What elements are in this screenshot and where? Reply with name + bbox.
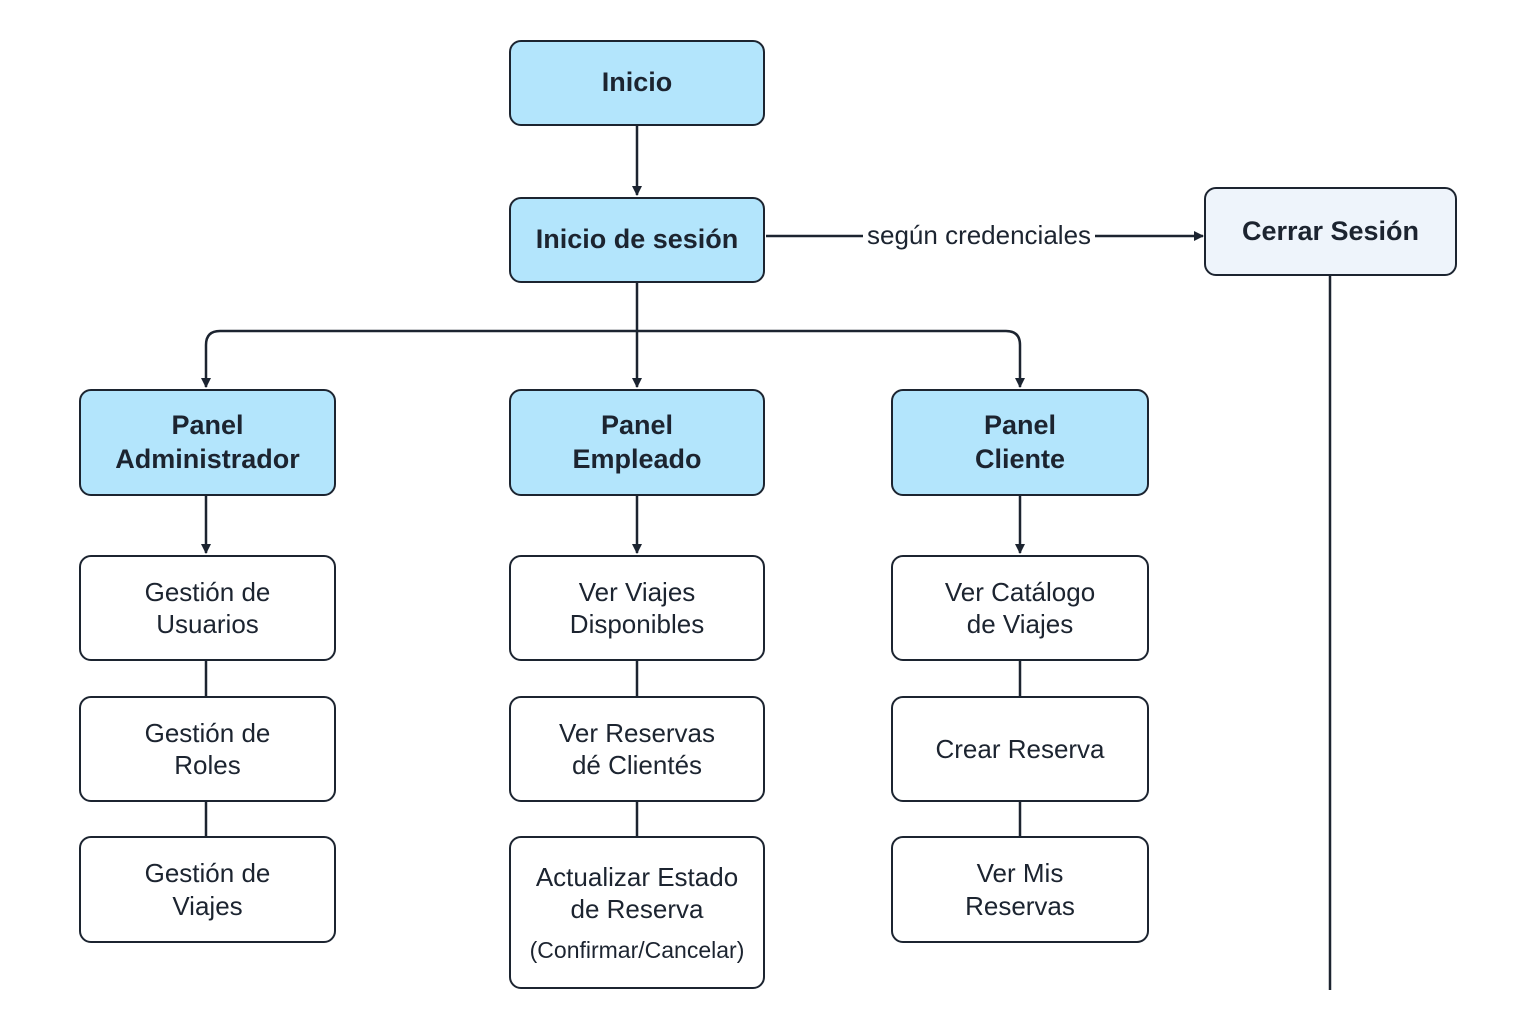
employee-item-update-reservation-label: Actualizar Estado de Reserva [535,861,739,925]
employee-item-client-reservations: Ver Reservas dé Clientés [509,696,765,802]
employee-item-update-reservation: Actualizar Estado de Reserva (Confirmar/… [509,836,765,989]
employee-panel-node: Panel Empleado [509,389,765,496]
employee-item-update-reservation-note: (Confirmar/Cancelar) [529,936,745,963]
admin-item-trips: Gestión de Viajes [79,836,336,943]
employee-item-available-trips: Ver Viajes Disponibles [509,555,765,661]
edge-branch-to-admin-panel [201,329,637,388]
admin-item-roles: Gestión de Roles [79,696,336,802]
client-panel-node: Panel Cliente [891,389,1149,496]
admin-panel-node: Panel Administrador [79,389,336,496]
admin-item-users: Gestión de Usuarios [79,555,336,661]
start-node: Inicio [509,40,765,126]
edge-label-credentials: según credenciales [863,220,1096,251]
client-item-my-reservations: Ver Mis Reservas [891,836,1149,943]
client-item-catalog: Ver Catálogo de Viajes [891,555,1149,661]
edge-branch-to-client-panel [637,329,1025,388]
client-item-create-reservation: Crear Reserva [891,696,1149,802]
logout-node: Cerrar Sesión [1204,187,1457,276]
login-node: Inicio de sesión [509,197,765,283]
